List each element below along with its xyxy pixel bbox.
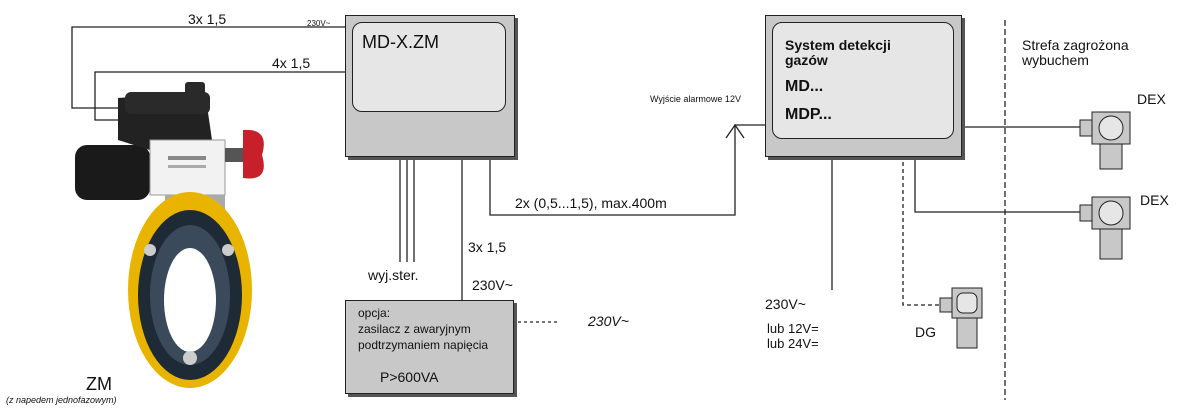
detection-supply-3: lub 24V=	[767, 336, 819, 351]
cable-valve-label: 4x 1,5	[272, 55, 311, 71]
dg-sensor	[939, 287, 983, 349]
controller-supply-label: 230V~	[307, 19, 331, 28]
detection-title-1: System detekcji	[785, 37, 891, 53]
psu-input: 230V~	[588, 313, 629, 329]
valve-image	[75, 82, 264, 388]
wires	[71, 20, 1080, 400]
dex-label-1: DEX	[1137, 91, 1166, 107]
psu-line-2: zasilacz z awaryjnym	[358, 322, 471, 336]
controller-panel	[352, 22, 506, 112]
dex-sensor-1	[1079, 111, 1131, 170]
zone-title-1: Strefa zagrożona	[1022, 37, 1129, 53]
dg-label: DG	[915, 324, 936, 340]
valve-name: ZM	[86, 374, 112, 394]
alarm-output-label: Wyjście alarmowe 12V	[650, 94, 741, 104]
psu-supply-label: 230V~	[472, 277, 513, 293]
detection-model-1: MD...	[785, 78, 824, 95]
valve-note: (z napedem jednofazowym)	[6, 395, 117, 405]
link-cable-label: 2x (0,5...1,5), max.400m	[515, 195, 667, 211]
control-output-label: wyj.ster.	[368, 267, 419, 283]
cable-psu-label: 3x 1,5	[468, 239, 507, 255]
detection-supply-2: lub 12V=	[767, 321, 819, 336]
dex-label-2: DEX	[1140, 192, 1169, 208]
psu-line-3: podtrzymaniem napięcia	[358, 338, 489, 352]
detection-supply-1: 230V~	[765, 296, 806, 312]
psu-power: P>600VA	[380, 369, 439, 385]
detection-model-2: MDP...	[785, 106, 832, 123]
controller-title: MD-X.ZM	[362, 32, 439, 52]
zone-title-2: wybuchem	[1022, 52, 1089, 68]
cable-top-label: 3x 1,5	[188, 11, 227, 27]
detection-panel	[772, 22, 954, 139]
dex-sensor-2	[1079, 196, 1131, 260]
psu-line-1: opcja:	[358, 306, 391, 320]
psu-box	[345, 300, 514, 394]
detection-title-2: gazów	[785, 52, 828, 68]
